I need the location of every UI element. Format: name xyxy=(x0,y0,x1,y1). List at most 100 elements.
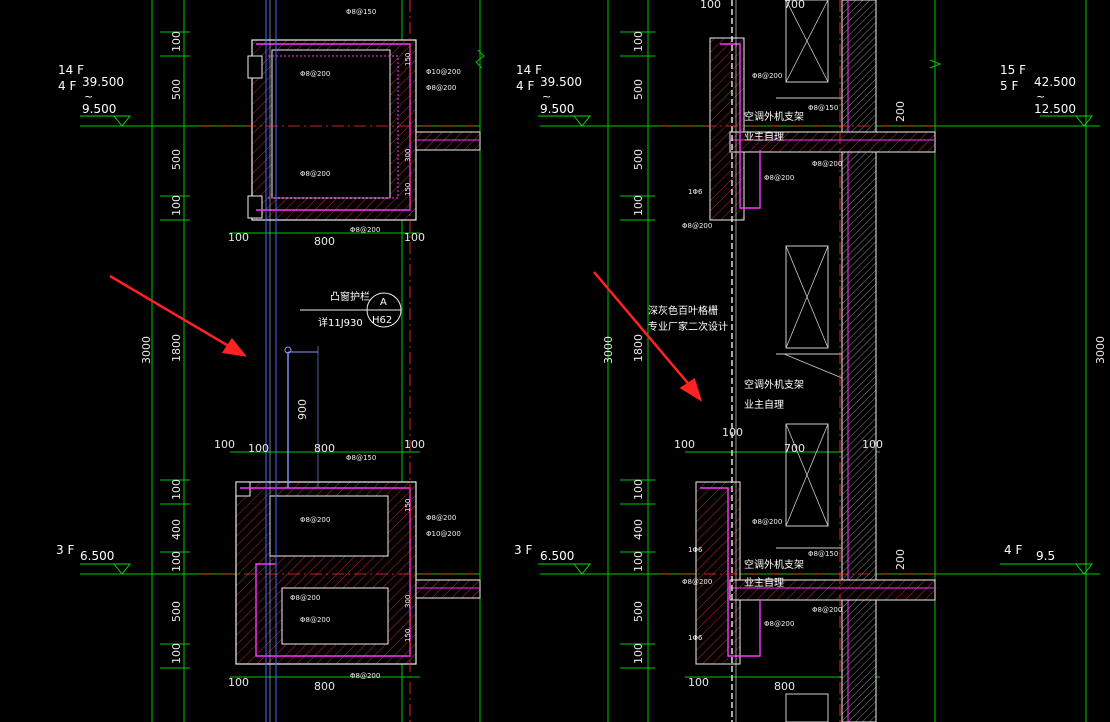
svg-text:100: 100 xyxy=(170,479,183,500)
svg-text:400: 400 xyxy=(170,519,183,540)
right-rebar-labels-lower: Φ8@200 Φ8@150 Φ8@200 Φ8@200 1Φ6 Φ8@200 1… xyxy=(682,518,842,642)
ac-label-low-1: 空调外机支架 xyxy=(744,558,804,571)
left-vertical-dims: 100 500 500 100 1800 100 400 100 500 100… xyxy=(140,31,183,664)
svg-text:Φ8@200: Φ8@200 xyxy=(426,84,456,92)
svg-text:Φ8@200: Φ8@200 xyxy=(300,170,330,178)
svg-text:100: 100 xyxy=(632,31,645,52)
right-lower-elev: 6.500 xyxy=(540,549,574,563)
ac-label-top-2: 业主自理 xyxy=(744,130,784,143)
svg-text:Φ8@200: Φ8@200 xyxy=(290,594,320,602)
svg-text:100: 100 xyxy=(170,551,183,572)
left-level-elev-b: 9.500 xyxy=(82,102,116,116)
right-overall-dim: 3000 xyxy=(602,336,615,364)
ac-label-low-2: 业主自理 xyxy=(744,576,784,589)
svg-text:1800: 1800 xyxy=(632,334,645,362)
far-level-elev-b: 12.500 xyxy=(1034,102,1076,116)
left-level-floor-a: 14 F xyxy=(58,63,84,77)
svg-text:100: 100 xyxy=(404,438,425,451)
louver-label-1: 深灰色百叶格栅 xyxy=(648,304,718,317)
svg-text:100: 100 xyxy=(214,438,235,451)
svg-text:100: 100 xyxy=(228,231,249,244)
svg-text:100: 100 xyxy=(674,438,695,451)
far-level-floor-a: 15 F xyxy=(1000,63,1026,77)
svg-text:100: 100 xyxy=(632,195,645,216)
svg-text:Φ8@150: Φ8@150 xyxy=(346,8,376,16)
svg-text:800: 800 xyxy=(774,680,795,693)
svg-text:200: 200 xyxy=(894,101,907,122)
svg-text:100: 100 xyxy=(248,442,269,455)
right-level-floor-a: 14 F xyxy=(516,63,542,77)
svg-text:Φ8@150: Φ8@150 xyxy=(346,454,376,462)
svg-text:Φ8@200: Φ8@200 xyxy=(812,606,842,614)
right-level-tilde: ~ xyxy=(542,90,551,103)
svg-text:Φ8@200: Φ8@200 xyxy=(300,70,330,78)
svg-text:100: 100 xyxy=(700,0,721,11)
svg-text:Φ8@200: Φ8@200 xyxy=(812,160,842,168)
svg-text:100: 100 xyxy=(688,676,709,689)
left-level-floor-b: 4 F xyxy=(58,79,76,93)
dim-ticks xyxy=(160,31,655,669)
svg-text:800: 800 xyxy=(314,680,335,693)
svg-text:500: 500 xyxy=(632,601,645,622)
svg-text:Φ8@200: Φ8@200 xyxy=(300,616,330,624)
railing-ref: 详11J930 xyxy=(318,316,363,329)
svg-text:500: 500 xyxy=(632,149,645,170)
right-vertical-dims: 100 500 500 100 1800 100 400 100 500 100… xyxy=(602,31,1107,664)
svg-text:Φ8@150: Φ8@150 xyxy=(808,104,838,112)
right-section-geometry xyxy=(475,0,942,722)
left-lower-elev: 6.500 xyxy=(80,549,114,563)
right-lower-floor: 3 F xyxy=(514,543,532,557)
left-level-tilde: ~ xyxy=(84,90,93,103)
svg-text:Φ8@200: Φ8@200 xyxy=(682,222,712,230)
left-level-elev-a: 39.500 xyxy=(82,75,124,89)
left-overall-dim: 3000 xyxy=(140,336,153,364)
svg-text:Φ8@200: Φ8@200 xyxy=(300,516,330,524)
svg-text:300: 300 xyxy=(404,595,412,608)
svg-text:Φ8@200: Φ8@200 xyxy=(350,672,380,680)
svg-text:Φ8@200: Φ8@200 xyxy=(752,518,782,526)
far-lower-floor: 4 F xyxy=(1004,543,1022,557)
svg-text:Φ10@200: Φ10@200 xyxy=(426,68,461,76)
right-level-floor-b: 4 F xyxy=(516,79,534,93)
left-horizontal-dims: 100 800 100 100 100 800 100 100 800 900 xyxy=(214,231,425,693)
svg-text:500: 500 xyxy=(632,79,645,100)
svg-text:Φ8@200: Φ8@200 xyxy=(764,620,794,628)
far-level-floor-b: 5 F xyxy=(1000,79,1018,93)
svg-text:Φ8@200: Φ8@200 xyxy=(426,514,456,522)
far-level-tilde: ~ xyxy=(1036,90,1045,103)
svg-text:Φ10@200: Φ10@200 xyxy=(426,530,461,538)
svg-text:100: 100 xyxy=(170,195,183,216)
svg-text:500: 500 xyxy=(170,601,183,622)
ac-label-top-1: 空调外机支架 xyxy=(744,110,804,123)
svg-text:800: 800 xyxy=(314,442,335,455)
far-lower-elev: 9.5 xyxy=(1036,549,1055,563)
svg-text:500: 500 xyxy=(170,149,183,170)
railing-label: 凸窗护栏 xyxy=(330,290,370,303)
svg-text:150: 150 xyxy=(404,629,412,642)
svg-text:700: 700 xyxy=(784,442,805,455)
detail-bubble xyxy=(300,292,402,328)
far-level-elev-a: 42.500 xyxy=(1034,75,1076,89)
right-level-elev-a: 39.500 xyxy=(540,75,582,89)
svg-text:500: 500 xyxy=(170,79,183,100)
svg-text:1Φ6: 1Φ6 xyxy=(688,546,703,554)
railing-height: 900 xyxy=(296,399,309,420)
svg-text:Φ8@200: Φ8@200 xyxy=(752,72,782,80)
svg-text:1Φ6: 1Φ6 xyxy=(688,188,703,196)
svg-text:Φ8@200: Φ8@200 xyxy=(682,578,712,586)
louver-label-2: 专业厂家二次设计 xyxy=(648,320,728,333)
svg-text:100: 100 xyxy=(632,551,645,572)
svg-text:700: 700 xyxy=(784,0,805,11)
annotation-arrows xyxy=(109,271,703,402)
level-markers xyxy=(80,115,1094,575)
svg-text:Φ8@200: Φ8@200 xyxy=(764,174,794,182)
svg-text:800: 800 xyxy=(314,235,335,248)
right-rebar-labels-upper: Φ8@200 Φ8@150 Φ8@200 Φ8@200 1Φ6 Φ8@200 xyxy=(682,72,842,230)
svg-text:100: 100 xyxy=(404,231,425,244)
ac-label-mid-2: 业主自理 xyxy=(744,398,784,411)
right-horizontal-dims: 100 700 100 100 700 100 100 800 xyxy=(674,0,883,693)
svg-text:Φ8@200: Φ8@200 xyxy=(350,226,380,234)
left-rebar-labels-lower: Φ8@150 Φ8@200 Φ8@200 Φ10@200 150 300 150… xyxy=(290,454,461,680)
svg-text:100: 100 xyxy=(228,676,249,689)
